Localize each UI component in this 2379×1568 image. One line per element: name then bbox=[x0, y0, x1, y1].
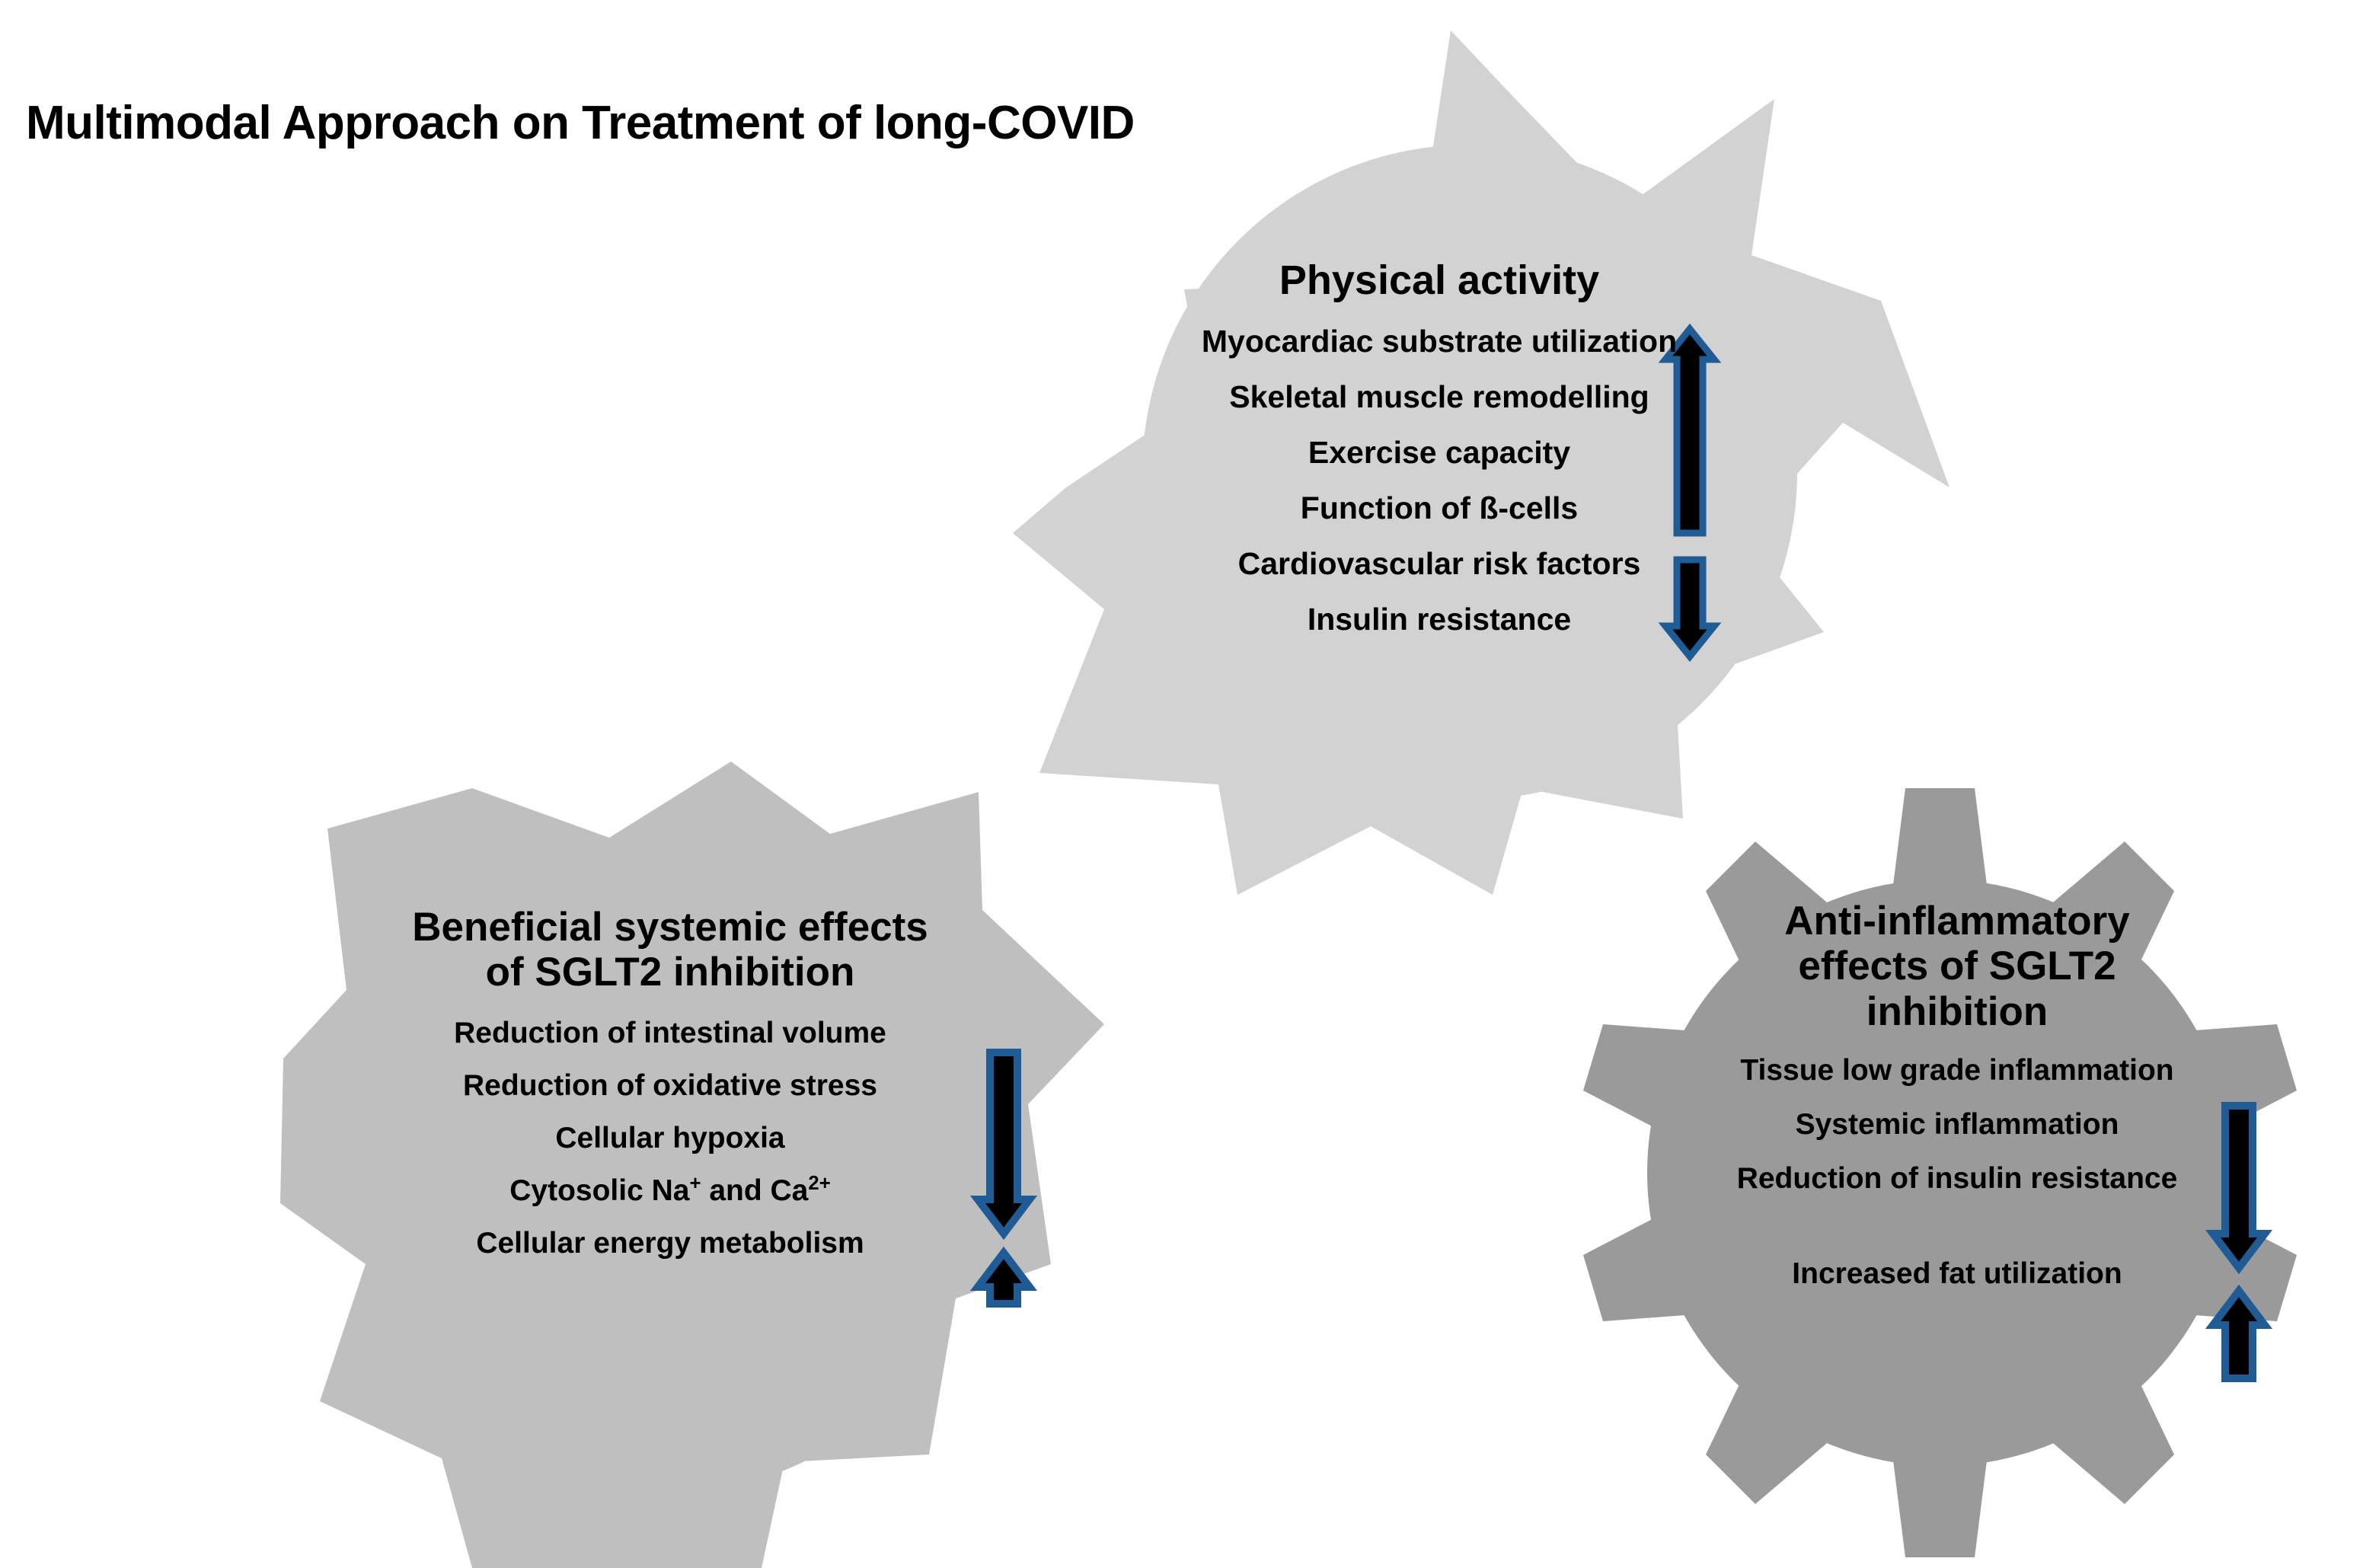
gear-item-reduction-of-intestinal-volume: Reduction of intestinal volume bbox=[454, 1016, 886, 1049]
arrow-up-beneficial bbox=[969, 1246, 1038, 1308]
gear-item-tissue-low-grade-inflammation: Tissue low grade inflammation bbox=[1740, 1054, 2174, 1087]
gear-heading-physical-activity: Physical activity bbox=[1279, 257, 1600, 303]
gear-item-myocardiac-substrate-utilization: Myocardiac substrate utilization bbox=[1201, 324, 1678, 359]
page-title: Multimodal Approach on Treatment of long… bbox=[26, 97, 1135, 149]
gear-item-increased-fat-utilization: Increased fat utilization bbox=[1792, 1257, 2122, 1291]
gear-physical-activity bbox=[1013, 30, 1950, 895]
gear-beneficial-systemic-effects bbox=[280, 762, 1104, 1568]
gear-heading-line-1: Beneficial systemic effects bbox=[412, 905, 928, 950]
gear-item-reduction-of-insulin-resistance: Reduction of insulin resistance bbox=[1736, 1162, 2178, 1196]
gear-label-physical-activity: Physical activity Myocardiac substrate u… bbox=[1112, 257, 1767, 659]
gear-anti-inflammatory-effects bbox=[1583, 788, 2297, 1557]
gear-item-cardiovascular-risk-factors: Cardiovascular risk factors bbox=[1237, 546, 1641, 582]
gear-heading-anti-inflammatory-effects: Anti-inflammatory effects of SGLT2 inhib… bbox=[1660, 899, 2254, 1034]
gear-label-beneficial-systemic-effects: Beneficial systemic effects of SGLT2 inh… bbox=[350, 905, 990, 1281]
gear-item-exercise-capacity: Exercise capacity bbox=[1308, 435, 1571, 471]
gear-heading-line-3: inhibition bbox=[1866, 988, 2048, 1034]
cytosolic-sup-ca: 2+ bbox=[808, 1172, 831, 1194]
gear-heading-beneficial-systemic-effects: Beneficial systemic effects of SGLT2 inh… bbox=[350, 905, 990, 995]
gear-item-systemic-inflammation: Systemic inflammation bbox=[1795, 1108, 2119, 1142]
gear-heading-line-1: Anti-inflammatory bbox=[1784, 899, 2130, 944]
arrow-down-beneficial bbox=[969, 1049, 1038, 1241]
gear-item-function-of-beta-cells: Function of ß-cells bbox=[1300, 490, 1579, 526]
arrow-up-anti-inflammatory bbox=[2205, 1284, 2273, 1382]
arrow-up-physical-activity bbox=[1658, 323, 1722, 537]
gear-label-anti-inflammatory-effects: Anti-inflammatory effects of SGLT2 inhib… bbox=[1660, 899, 2254, 1313]
arrow-down-anti-inflammatory bbox=[2205, 1102, 2273, 1275]
cytosolic-base: Cytosolic Na bbox=[509, 1174, 690, 1207]
gear-item-skeletal-muscle-remodelling: Skeletal muscle remodelling bbox=[1229, 379, 1649, 415]
gear-item-cellular-energy-metabolism: Cellular energy metabolism bbox=[476, 1226, 864, 1260]
gear-item-insulin-resistance: Insulin resistance bbox=[1307, 602, 1572, 637]
cytosolic-mid: and Ca bbox=[701, 1174, 809, 1207]
gear-item-cellular-hypoxia: Cellular hypoxia bbox=[555, 1121, 785, 1154]
gear-item-cytosolic-na-and-ca: Cytosolic Na+ and Ca2+ bbox=[350, 1172, 990, 1207]
cytosolic-sup-na: + bbox=[689, 1172, 701, 1194]
arrow-down-physical-activity bbox=[1658, 556, 1722, 663]
gear-item-reduction-of-oxidative-stress: Reduction of oxidative stress bbox=[463, 1068, 877, 1102]
gear-heading-line-2: effects of SGLT2 bbox=[1798, 944, 2116, 989]
gear-heading-line-2: of SGLT2 inhibition bbox=[485, 950, 855, 995]
